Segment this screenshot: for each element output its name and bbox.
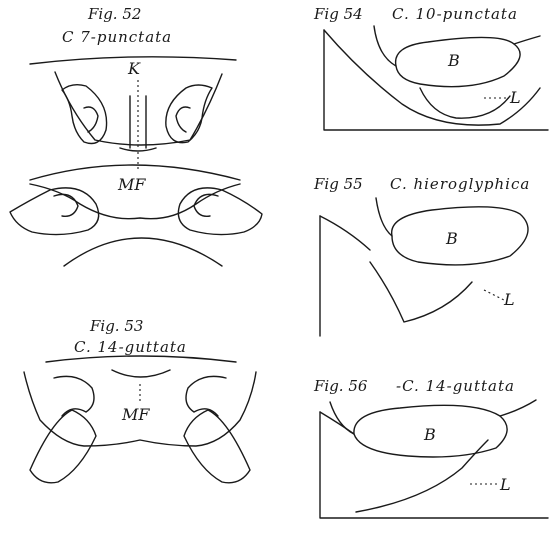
- figure-54-number: Fig 54: [313, 5, 363, 23]
- figure-56-number: Fig. 56: [313, 377, 368, 395]
- figure-56-label-b: B: [423, 425, 436, 444]
- figure-55-upper-edge: [320, 216, 370, 250]
- figure-52-label-k: K: [127, 59, 141, 78]
- figure-53: Fig. 53 C. 14-guttata MF: [24, 317, 256, 483]
- figure-53-label-mf: MF: [121, 405, 150, 424]
- figure-56-species: -C. 14-guttata: [396, 377, 515, 395]
- figure-52-left-lobe: [62, 85, 107, 144]
- figure-55: Fig 55 C. hieroglyphica B L: [313, 175, 530, 336]
- figure-55-l-segment: [370, 262, 472, 322]
- figure-54-neck: [374, 26, 396, 66]
- figure-52-species: C 7-punctata: [62, 28, 172, 46]
- figure-55-species: C. hieroglyphica: [390, 175, 530, 193]
- figure-56-b-tail: [500, 400, 536, 416]
- figure-53-arc: [46, 356, 236, 362]
- figure-53-notch: [112, 370, 170, 377]
- figure-54-l-segment: [420, 88, 510, 118]
- figure-55-b-segment: [392, 207, 528, 265]
- figure-54-outer-curve: [324, 30, 540, 125]
- figure-52-number: Fig. 52: [87, 5, 141, 23]
- figure-52-lower-right-lobe: [178, 188, 262, 235]
- figure-52-bottom-curve: [64, 238, 222, 266]
- figure-52-right-lobe-inner: [176, 107, 190, 132]
- figure-55-l-pointer: [484, 290, 504, 300]
- figure-52-upper-body: [55, 72, 222, 145]
- figure-55-number: Fig 55: [313, 175, 363, 193]
- figure-52-lower-left-inner: [54, 194, 78, 216]
- figure-54-species: C. 10-punctata: [392, 5, 518, 23]
- figure-53-right-curl: [186, 376, 226, 416]
- figure-55-label-l: L: [503, 290, 515, 309]
- figure-56: Fig. 56 -C. 14-guttata B L: [313, 377, 548, 518]
- figure-54: Fig 54 C. 10-punctata B L: [313, 5, 548, 130]
- figure-52-stalk-base: [120, 148, 156, 151]
- figure-53-number: Fig. 53: [89, 317, 143, 335]
- figure-56-neck: [330, 402, 354, 434]
- figure-52-lower-left-lobe: [10, 188, 99, 235]
- figure-52-label-mf: MF: [117, 175, 146, 194]
- figure-55-neck: [376, 198, 392, 236]
- figure-56-label-l: L: [499, 475, 511, 494]
- figure-55-label-b: B: [445, 229, 458, 248]
- figure-54-label-l: L: [509, 88, 521, 107]
- figure-53-species: C. 14-guttata: [74, 338, 187, 356]
- figure-53-left-curl: [54, 376, 94, 416]
- figure-54-b-tail: [514, 36, 540, 44]
- figure-54-label-b: B: [447, 51, 460, 70]
- figure-52: Fig. 52 C 7-punctata K MF: [10, 5, 262, 266]
